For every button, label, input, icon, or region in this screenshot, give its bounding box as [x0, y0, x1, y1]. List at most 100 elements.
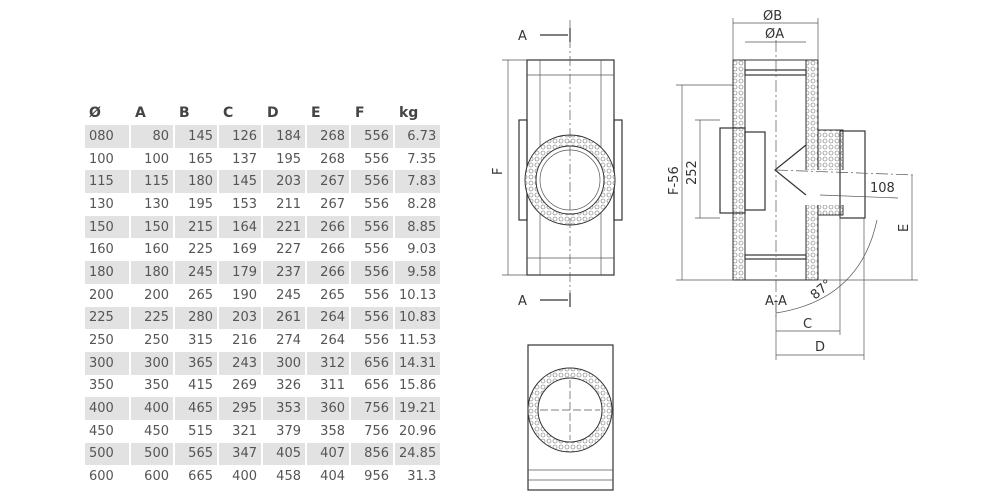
table-cell: 225	[131, 306, 173, 330]
table-cell: 415	[188, 378, 213, 394]
table-cell: 600	[144, 469, 169, 485]
table-cell: 265	[188, 287, 213, 303]
table-cell: 311	[320, 378, 345, 394]
table-cell: 8.85	[395, 215, 441, 239]
column-header: C	[223, 105, 234, 121]
table-cell: 268	[320, 151, 345, 167]
table-cell: 321	[232, 423, 257, 439]
table-cell: 227	[276, 242, 301, 258]
table-cell: 264	[320, 333, 345, 349]
table-cell: 379	[276, 423, 301, 439]
table-cell: 500	[131, 442, 173, 466]
table-cell: 145	[219, 170, 261, 194]
table-cell: 100	[89, 151, 114, 167]
table-cell: 360	[307, 397, 349, 420]
column-header: B	[179, 105, 190, 121]
table-cell: 11.53	[399, 333, 437, 349]
table-cell: 556	[351, 215, 393, 239]
table-cell: 266	[307, 215, 349, 239]
table-cell: 180	[131, 261, 173, 284]
height-label-f: F	[491, 168, 506, 175]
table-cell: 404	[320, 469, 345, 485]
table-cell: 600	[89, 469, 114, 485]
table-cell: 80	[131, 125, 173, 148]
table-cell: 350	[144, 378, 169, 394]
table-cell: 565	[175, 442, 217, 466]
table-cell: 24.85	[395, 442, 441, 466]
table-cell: 115	[131, 170, 173, 194]
table-cell: 656	[364, 378, 389, 394]
d-dimension-label: D	[815, 340, 825, 355]
table-cell: 556	[351, 170, 393, 194]
c-dimension-label: C	[803, 317, 812, 332]
table-cell: 130	[89, 196, 114, 212]
table-cell: 216	[232, 333, 257, 349]
table-cell: 400	[232, 469, 257, 485]
table-cell: 190	[232, 287, 257, 303]
table-cell: 184	[263, 125, 305, 148]
section-marker-top: A	[518, 29, 527, 44]
table-cell: 500	[85, 442, 129, 466]
table-cell: 19.21	[395, 397, 441, 420]
table-cell: 10.83	[395, 306, 441, 330]
table-cell: 7.35	[407, 151, 437, 167]
table-cell: 7.83	[395, 170, 441, 194]
table-cell: 312	[307, 351, 349, 375]
section-view: ØB ØA F-56 252 108 E A-A 87° C D	[667, 9, 918, 360]
table-cell: 274	[276, 333, 301, 349]
e-dimension-label: E	[897, 224, 912, 232]
table-cell: 450	[144, 423, 169, 439]
table-cell: 115	[85, 170, 129, 194]
table-cell: 160	[89, 242, 114, 258]
table-cell: 300	[85, 351, 129, 375]
table-cell: 956	[364, 469, 389, 485]
table-cell: 150	[85, 215, 129, 239]
table-cell: 405	[263, 442, 305, 466]
table-cell: 145	[175, 125, 217, 148]
table-cell: 245	[276, 287, 301, 303]
table-cell: 450	[89, 423, 114, 439]
table-cell: 195	[276, 151, 301, 167]
f-minus-56-label: F-56	[667, 166, 682, 195]
table-cell: 14.31	[395, 351, 441, 375]
table-cell: 221	[263, 215, 305, 239]
table-cell: 200	[89, 287, 114, 303]
table-cell: 165	[188, 151, 213, 167]
table-cell: 300	[263, 351, 305, 375]
table-cell: 315	[188, 333, 213, 349]
table-cell: 556	[364, 287, 389, 303]
table-cell: 267	[307, 170, 349, 194]
column-header: kg	[399, 105, 419, 121]
table-cell: 556	[351, 125, 393, 148]
table-cell: 264	[307, 306, 349, 330]
table-cell: 407	[307, 442, 349, 466]
table-cell: 300	[131, 351, 173, 375]
table-cell: 100	[144, 151, 169, 167]
table-cell: 10.13	[399, 287, 437, 303]
table-cell: 243	[219, 351, 261, 375]
table-cell: 8.28	[407, 196, 437, 212]
table-cell: 150	[131, 215, 173, 239]
table-cell: 266	[307, 261, 349, 284]
table-cell: 169	[232, 242, 257, 258]
table-cell: 353	[263, 397, 305, 420]
table-cell: 556	[364, 151, 389, 167]
table-cell: 225	[188, 242, 213, 258]
table-cell: 130	[144, 196, 169, 212]
column-header: E	[311, 105, 321, 121]
table-cell: 400	[85, 397, 129, 420]
table-cell: 515	[188, 423, 213, 439]
table-cell: 556	[351, 261, 393, 284]
